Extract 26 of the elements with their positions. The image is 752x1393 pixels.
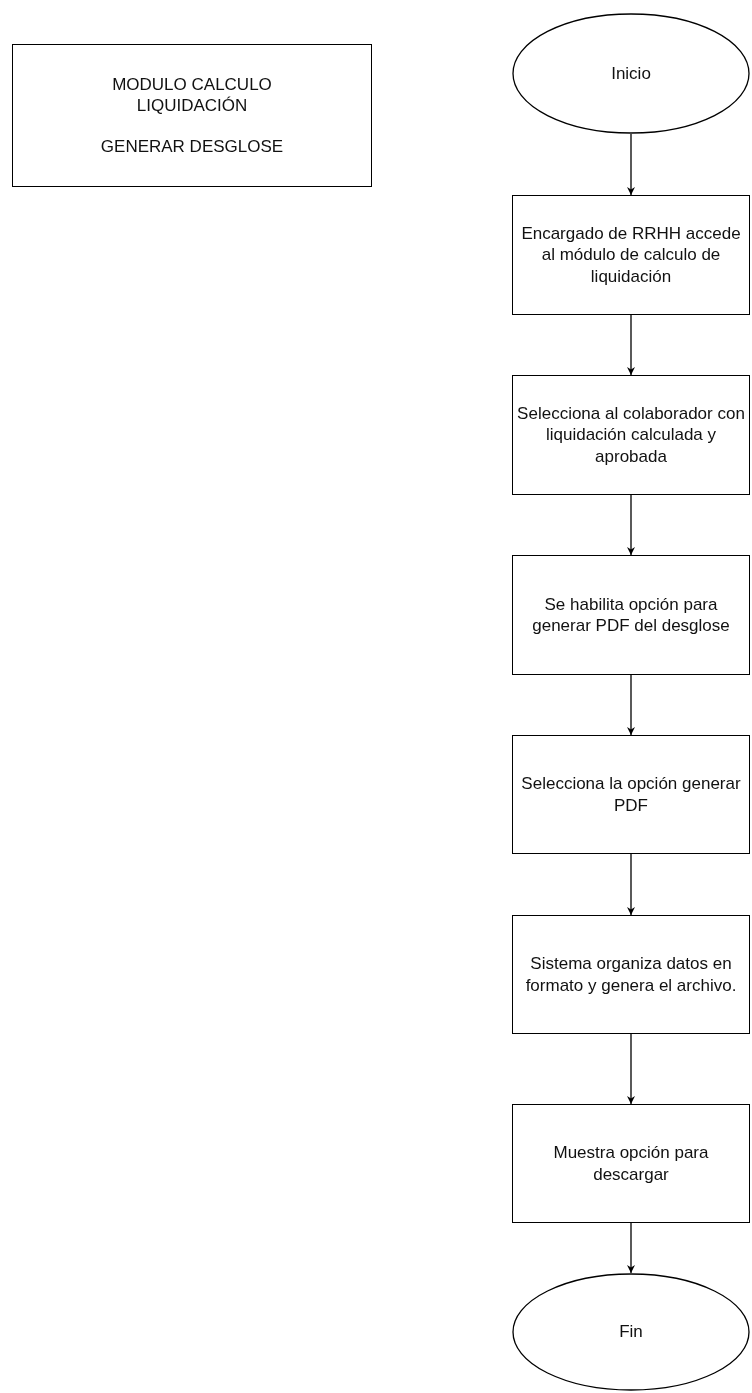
node-label: Sistema organiza datos en formato y genera el archivo. (524, 953, 738, 996)
title-box (12, 44, 372, 187)
arrow (627, 853, 635, 916)
arrow (627, 314, 635, 376)
process-box (512, 735, 750, 854)
node-label: Se habilita opción para generar PDF del desglose (531, 593, 731, 637)
process-box (512, 915, 750, 1034)
node-label: Inicio (610, 62, 652, 85)
node-label: GENERAR DESGLOSE (99, 135, 285, 157)
process-box (512, 195, 750, 315)
terminator-ellipse (512, 1273, 750, 1391)
node-label: Encargado de RRHH accede al módulo de calculo de liquidación (520, 223, 742, 287)
node-label: Selecciona la opción generar PDF (520, 773, 742, 816)
arrow (627, 133, 635, 196)
arrow (627, 674, 635, 736)
node-label: Fin (618, 1321, 644, 1343)
process-box (512, 375, 750, 495)
node-label: MODULO CALCULO LIQUIDACIÓN (111, 74, 273, 117)
arrow (627, 1033, 635, 1105)
arrow (627, 494, 635, 556)
process-box (512, 1104, 750, 1223)
node-label: Muestra opción para descargar (552, 1142, 710, 1185)
node-label: Selecciona al colaborador con liquidación calculada y aprobada (516, 403, 746, 467)
process-box (512, 555, 750, 675)
arrow (627, 1222, 635, 1274)
terminator-ellipse (512, 13, 750, 134)
